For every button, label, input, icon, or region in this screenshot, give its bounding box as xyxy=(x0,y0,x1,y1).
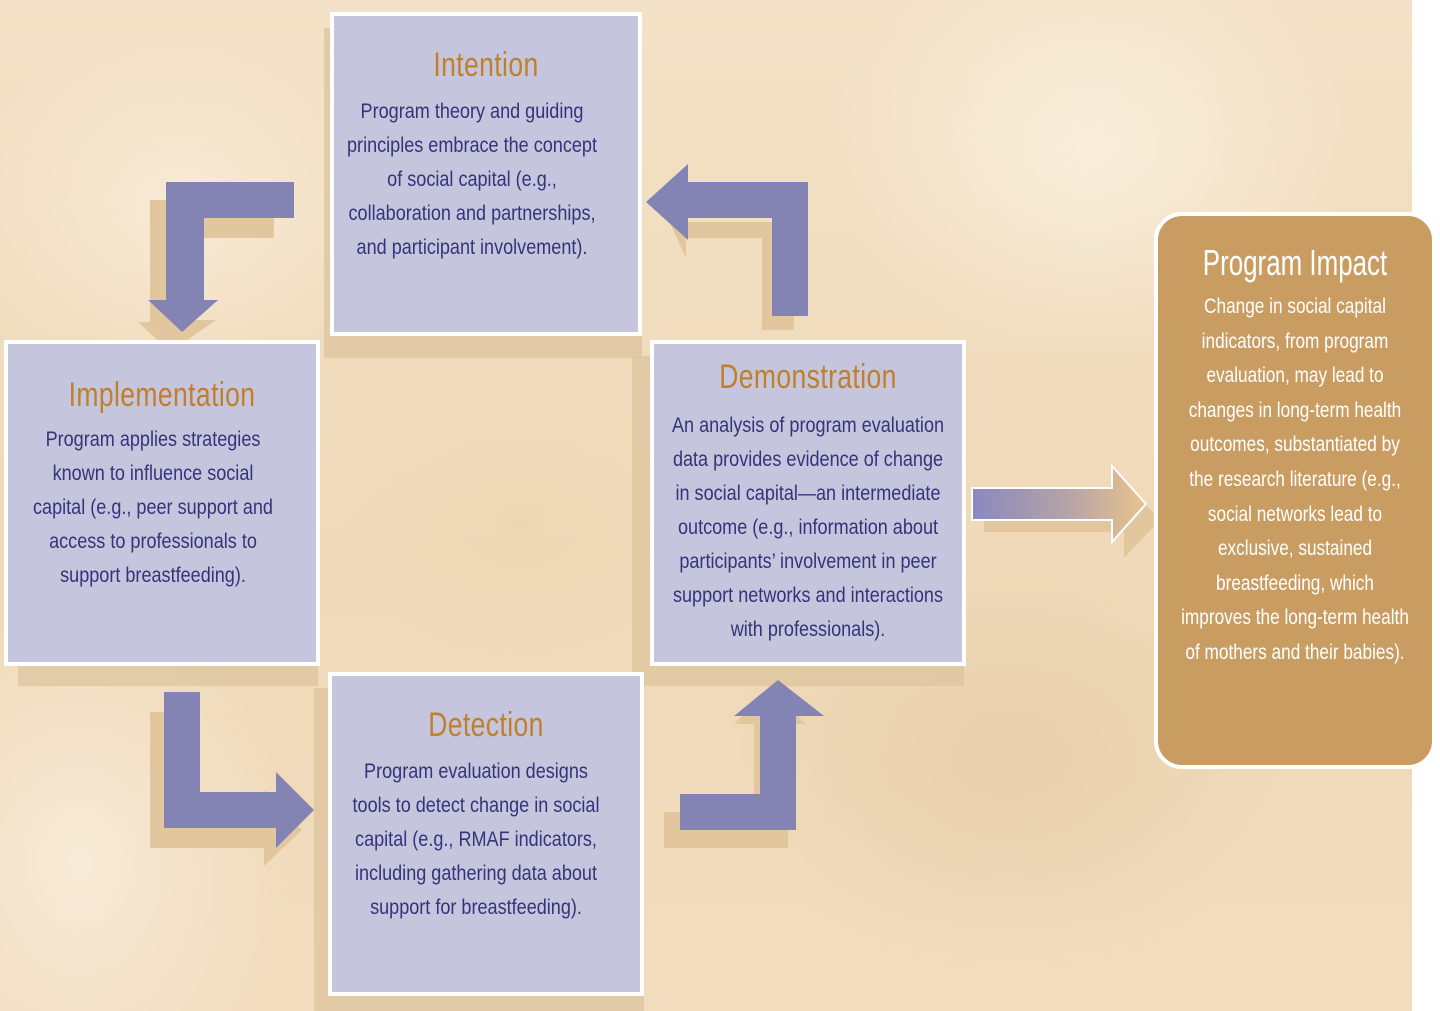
implementation-card: Implementation Program applies strategie… xyxy=(4,340,320,666)
impact-arrow xyxy=(971,463,1160,558)
program-impact-text: Change in social capital indicators, fro… xyxy=(1181,295,1409,664)
bottom-right-arrow xyxy=(664,680,824,848)
arrow-down-left-icon xyxy=(148,182,294,332)
program-impact-card: Program Impact Change in social capital … xyxy=(1154,212,1436,769)
detection-text: Program evaluation designs tools to dete… xyxy=(352,760,600,919)
demonstration-title: Demonstration xyxy=(719,358,897,396)
demonstration-text: An analysis of program evaluation data p… xyxy=(671,414,945,641)
intention-text: Program theory and guiding principles em… xyxy=(347,100,597,259)
intention-card: Intention Program theory and guiding pri… xyxy=(330,12,642,336)
arrow-up-left-icon xyxy=(646,164,808,316)
detection-card: Detection Program evaluation designs too… xyxy=(328,672,644,996)
detection-title: Detection xyxy=(428,706,544,744)
bottom-left-arrow xyxy=(150,692,314,866)
arrow-up-right-icon xyxy=(680,680,824,830)
demonstration-card: Demonstration An analysis of program eva… xyxy=(650,340,966,666)
implementation-title: Implementation xyxy=(68,376,256,414)
implementation-text: Program applies strategies known to infl… xyxy=(33,428,273,587)
intention-title: Intention xyxy=(433,46,539,84)
program-impact-title: Program Impact xyxy=(1202,242,1388,283)
top-left-arrow xyxy=(138,182,294,352)
arrow-down-right-icon xyxy=(164,692,314,848)
top-right-arrow xyxy=(646,164,808,330)
arrow-right-icon xyxy=(971,463,1148,545)
